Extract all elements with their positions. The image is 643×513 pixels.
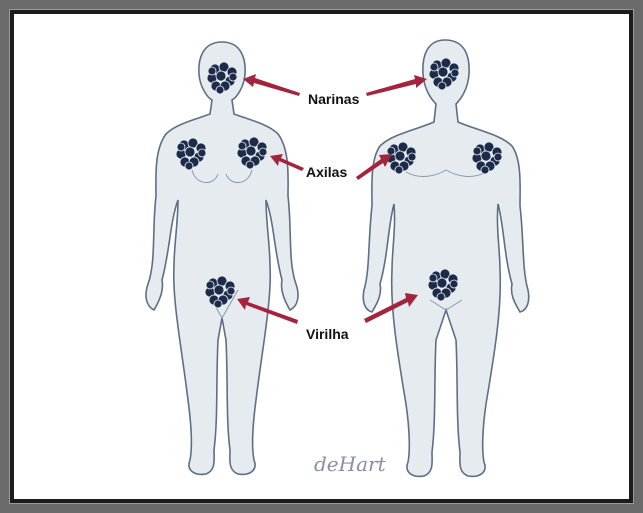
artist-signature: deHart (314, 452, 386, 476)
female-figure (146, 42, 298, 474)
pointer-arrow-icon (366, 75, 427, 96)
nostrils-label: Narinas (308, 91, 359, 107)
male-figure (363, 40, 528, 476)
armpits-label: Axilas (306, 164, 347, 180)
groin-label: Virilha (306, 326, 349, 342)
pointer-arrow-icon (243, 74, 300, 96)
